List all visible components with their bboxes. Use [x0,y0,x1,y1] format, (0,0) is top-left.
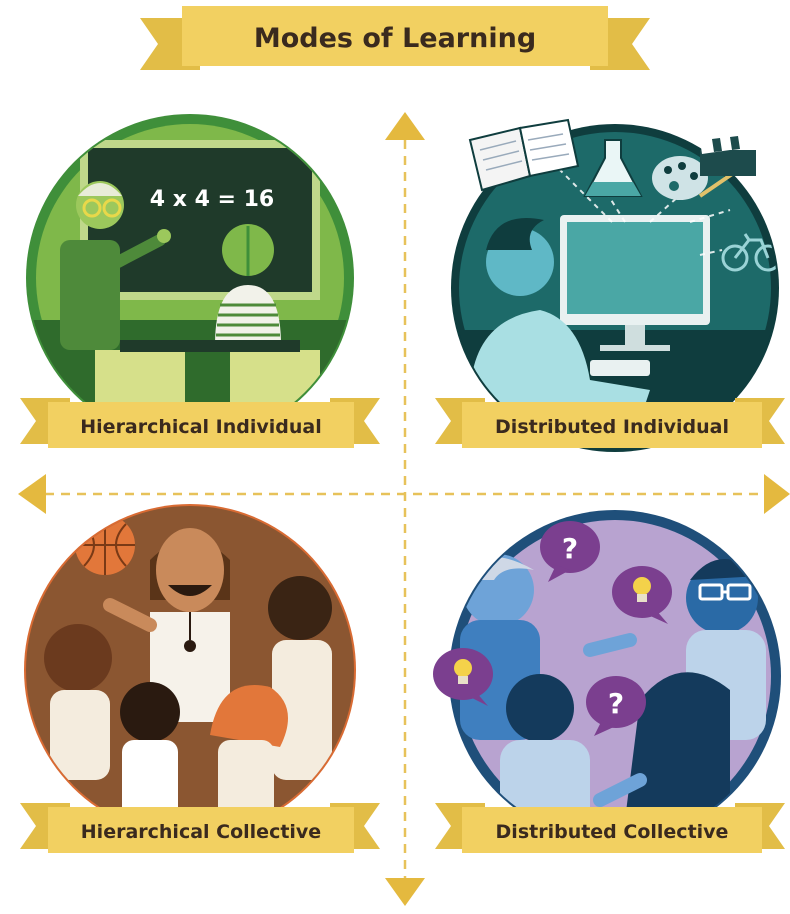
arrow-up-icon [385,112,425,140]
basketball-icon [75,515,135,575]
ribbon-hierarchical-collective: Hierarchical Collective [20,803,380,853]
clapperboard-icon [700,132,758,176]
idea-bubble-left [433,648,493,706]
bicycle-icon [721,233,777,272]
glasses-icon [698,583,752,601]
label-distributed-collective: Distributed Collective [496,821,729,843]
teacher-figure [60,181,171,350]
ribbon-hierarchical-individual: Hierarchical Individual [20,398,380,448]
student-figure [215,224,281,345]
page-title: Modes of Learning [254,23,536,54]
hierarchical-individual-illustration: 4 x 4 = 16 [26,114,354,442]
lightbulb-icon [633,577,651,595]
label-hierarchical-collective: Hierarchical Collective [81,821,321,843]
question-bubble-center: ? [586,676,646,736]
title-ribbon: Modes of Learning [140,6,650,70]
student-group [44,576,332,830]
chalkboard-equation: 4 x 4 = 16 [150,187,275,212]
idea-bubble-right [612,566,672,624]
question-mark-icon-2: ? [608,687,624,720]
ribbon-distributed-collective: Distributed Collective [435,803,785,853]
question-mark-icon: ? [562,532,578,565]
ribbon-distributed-individual: Distributed Individual [435,398,785,448]
computer-monitor [560,215,710,351]
distributed-individual-illustration [451,118,779,452]
arrow-left-icon [18,474,46,514]
label-distributed-individual: Distributed Individual [495,416,729,438]
arrow-right-icon [764,474,790,514]
coach-figure [103,528,230,722]
arrow-down-icon [385,878,425,906]
axes [18,112,790,906]
flask-icon [583,139,643,197]
lightbulb-icon-2 [454,659,472,677]
label-hierarchical-individual: Hierarchical Individual [80,416,321,438]
open-book-icon [468,118,580,192]
hierarchical-collective-illustration [24,504,356,836]
question-bubble-top: ? [540,521,600,582]
